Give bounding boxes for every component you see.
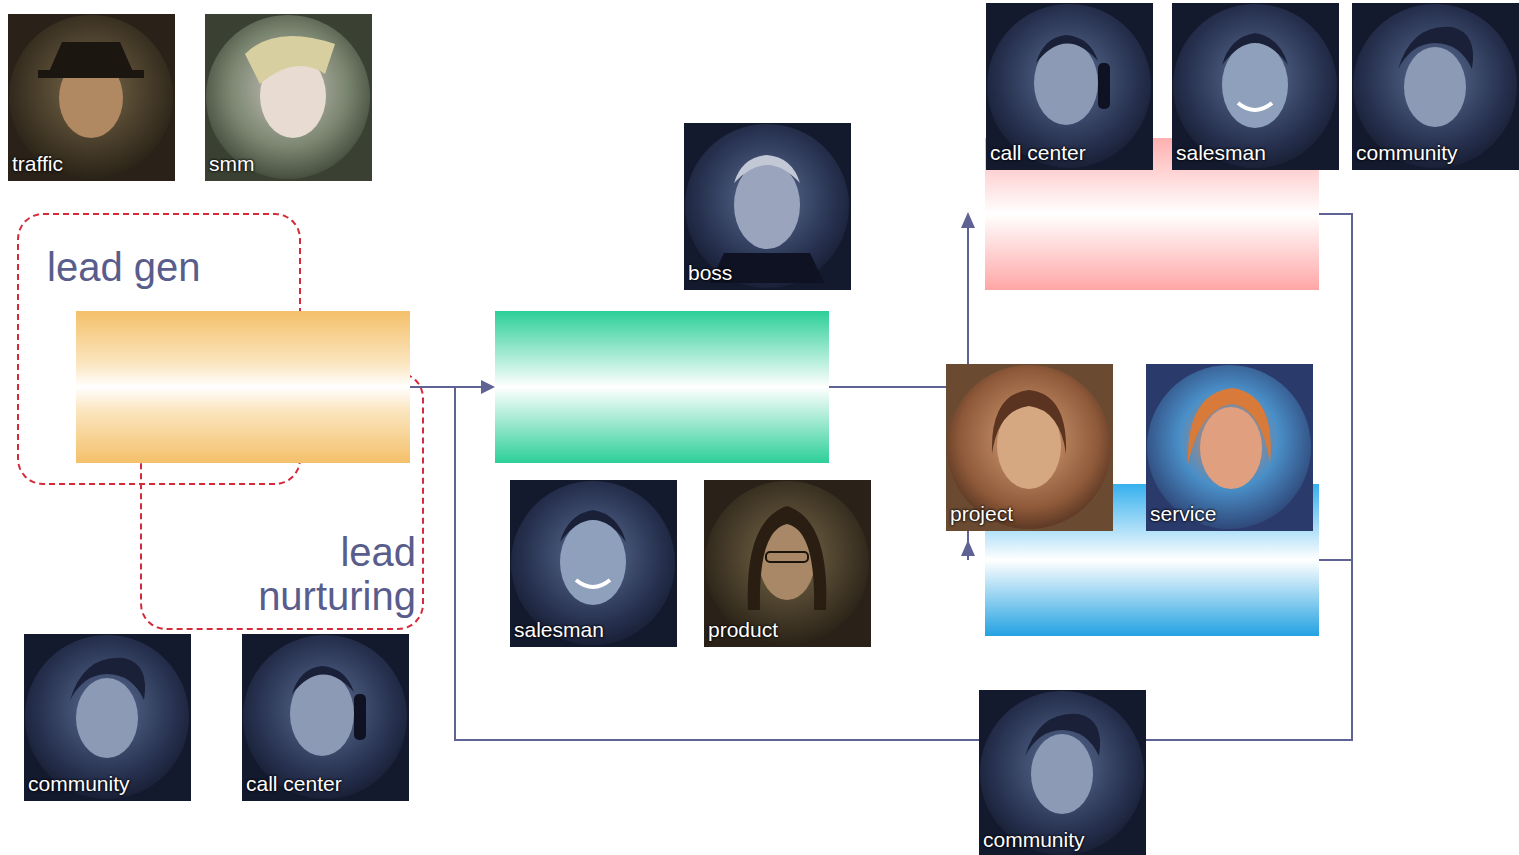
portrait-caption: project (950, 502, 1013, 526)
portrait-caption: community (28, 772, 130, 796)
region-label: lead nurturing (216, 530, 416, 618)
portrait-caption: community (1356, 141, 1458, 165)
portrait (242, 634, 409, 801)
portrait-caption: product (708, 618, 778, 642)
region-label: lead gen (47, 245, 200, 289)
portrait (8, 14, 175, 181)
portrait (704, 480, 871, 647)
portrait-caption: traffic (12, 152, 63, 176)
portrait-caption: smm (209, 152, 255, 176)
portrait-caption: call center (990, 141, 1086, 165)
process-band (76, 311, 410, 463)
portrait (1172, 3, 1339, 170)
portrait-caption: salesman (514, 618, 604, 642)
flow-lines (410, 214, 1352, 740)
portrait (684, 123, 851, 290)
process-band (495, 311, 829, 463)
portrait (1352, 3, 1519, 170)
portrait (205, 14, 372, 181)
portrait-caption: call center (246, 772, 342, 796)
portrait (986, 3, 1153, 170)
portrait (946, 364, 1113, 531)
portrait-caption: community (983, 828, 1085, 852)
portrait (24, 634, 191, 801)
portrait-caption: salesman (1176, 141, 1266, 165)
portrait-caption: service (1150, 502, 1217, 526)
portrait (510, 480, 677, 647)
portrait (979, 690, 1146, 855)
portrait-caption: boss (688, 261, 732, 285)
portrait (1146, 364, 1313, 531)
